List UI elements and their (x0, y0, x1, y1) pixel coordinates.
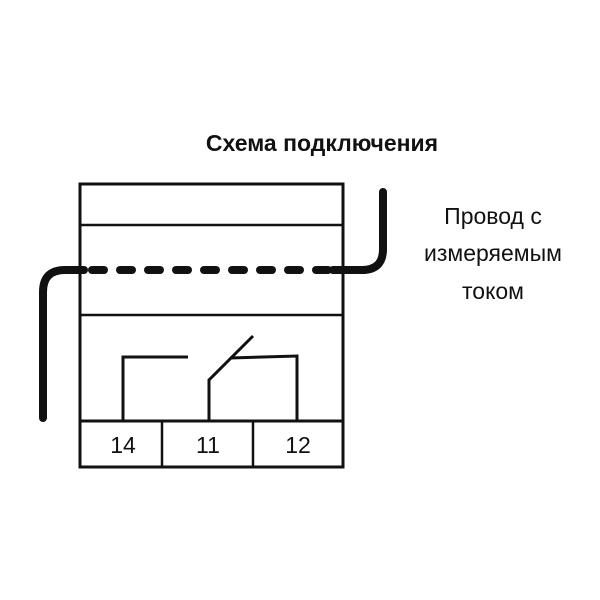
relay-contacts (121, 334, 299, 421)
terminal-12-label: 12 (285, 432, 311, 458)
wire-label-line-2: измеряемым (424, 240, 562, 266)
contact-12 (229, 354, 299, 421)
wire-label-line-3: током (462, 278, 524, 304)
contact-14 (121, 355, 188, 421)
contact-11-switch (207, 334, 255, 421)
diagram-title: Схема подключения (206, 130, 438, 156)
measured-current-wire (39, 188, 387, 422)
terminal-11-label: 11 (196, 432, 220, 458)
relay-body (78, 182, 345, 469)
wire-label-line-1: Провод с (444, 203, 542, 229)
terminal-14-label: 14 (110, 432, 136, 458)
